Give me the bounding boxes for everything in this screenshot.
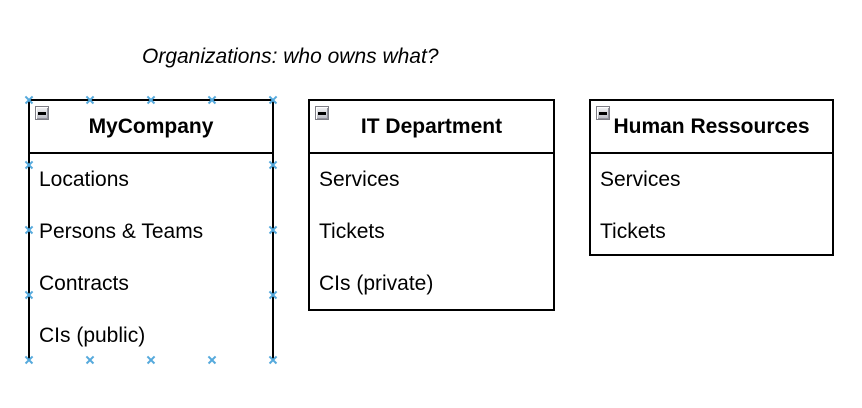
org-box-body: Locations Persons & Teams Contracts CIs …	[30, 154, 272, 362]
org-box-item: CIs (public)	[39, 324, 146, 347]
org-box-item: Services	[600, 168, 681, 191]
org-box-header: MyCompany	[30, 101, 272, 154]
org-box-item: Services	[319, 168, 400, 191]
org-box-item: Contracts	[39, 272, 129, 295]
org-box-header: Human Ressources	[591, 101, 832, 154]
diagram-title: Organizations: who owns what?	[142, 45, 439, 68]
org-box-title: IT Department	[360, 114, 503, 138]
org-box-it-department[interactable]: IT Department Services Tickets CIs (priv…	[308, 99, 555, 311]
org-box-item: Tickets	[600, 220, 666, 243]
org-box-item: CIs (private)	[319, 272, 434, 295]
org-box-title: Human Ressources	[613, 114, 810, 138]
org-box-human-ressources[interactable]: Human Ressources Services Tickets	[589, 99, 834, 256]
org-box-body: Services Tickets	[591, 154, 832, 254]
org-box-item: Tickets	[319, 220, 385, 243]
collapse-button[interactable]	[596, 106, 610, 120]
minus-icon	[38, 111, 46, 115]
minus-icon	[599, 111, 607, 115]
org-box-body: Services Tickets CIs (private)	[310, 154, 553, 309]
org-box-item: Locations	[39, 168, 129, 191]
org-box-title: MyCompany	[88, 114, 214, 138]
collapse-button[interactable]	[35, 106, 49, 120]
collapse-button[interactable]	[315, 106, 329, 120]
org-box-item: Persons & Teams	[39, 220, 204, 243]
org-box-header: IT Department	[310, 101, 553, 154]
minus-icon	[318, 111, 326, 115]
org-box-mycompany[interactable]: MyCompany Locations Persons & Teams Cont…	[28, 99, 274, 362]
